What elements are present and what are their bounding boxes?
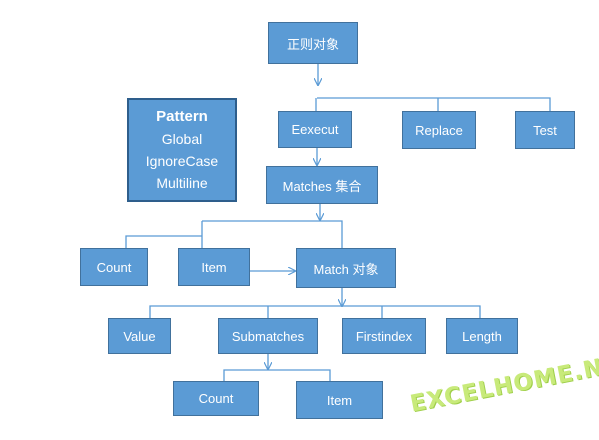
pattern-label: Pattern — [156, 108, 208, 125]
replace-node[interactable]: Replace — [402, 111, 476, 149]
submatch-item-node[interactable]: Item — [296, 381, 383, 419]
count-node[interactable]: Count — [80, 248, 148, 286]
connector-match-bus — [149, 305, 481, 318]
value-label: Value — [123, 328, 156, 344]
connector-matches-bus — [202, 220, 343, 248]
length-label: Length — [462, 328, 502, 344]
submatch-count-label: Count — [198, 391, 234, 406]
regex-object-node[interactable]: 正则对象 — [268, 22, 358, 64]
item-label: Item — [201, 259, 227, 275]
test-node[interactable]: Test — [515, 111, 575, 149]
count-label: Count — [96, 259, 132, 275]
value-node[interactable]: Value — [108, 318, 171, 354]
matches-collection-label: Matches 集合 — [282, 178, 362, 194]
eexecut-node[interactable]: Eexecut — [278, 111, 352, 148]
submatches-label: Submatches — [231, 328, 305, 344]
ignorecase-label: IgnoreCase — [145, 153, 219, 169]
properties-node[interactable]: Pattern Global IgnoreCase Multiline — [127, 98, 237, 202]
match-object-node[interactable]: Match 对象 — [296, 248, 396, 288]
submatches-node[interactable]: Submatches — [218, 318, 318, 354]
eexecut-label: Eexecut — [291, 122, 339, 137]
length-node[interactable]: Length — [446, 318, 518, 354]
matches-collection-node[interactable]: Matches 集合 — [266, 166, 378, 204]
connector-submatches-bus — [223, 369, 331, 381]
connector-methods-bus — [317, 97, 551, 111]
connector-to-count — [125, 235, 202, 248]
global-label: Global — [161, 131, 203, 147]
test-label: Test — [533, 122, 557, 138]
firstindex-node[interactable]: Firstindex — [342, 318, 426, 354]
firstindex-label: Firstindex — [355, 328, 413, 344]
multiline-label: Multiline — [156, 175, 208, 191]
match-object-label: Match 对象 — [313, 261, 379, 277]
replace-label: Replace — [415, 122, 463, 138]
submatch-item-label: Item — [326, 392, 353, 408]
submatch-count-node[interactable]: Count — [173, 381, 259, 416]
item-node[interactable]: Item — [178, 248, 250, 286]
regex-object-label: 正则对象 — [286, 36, 339, 52]
